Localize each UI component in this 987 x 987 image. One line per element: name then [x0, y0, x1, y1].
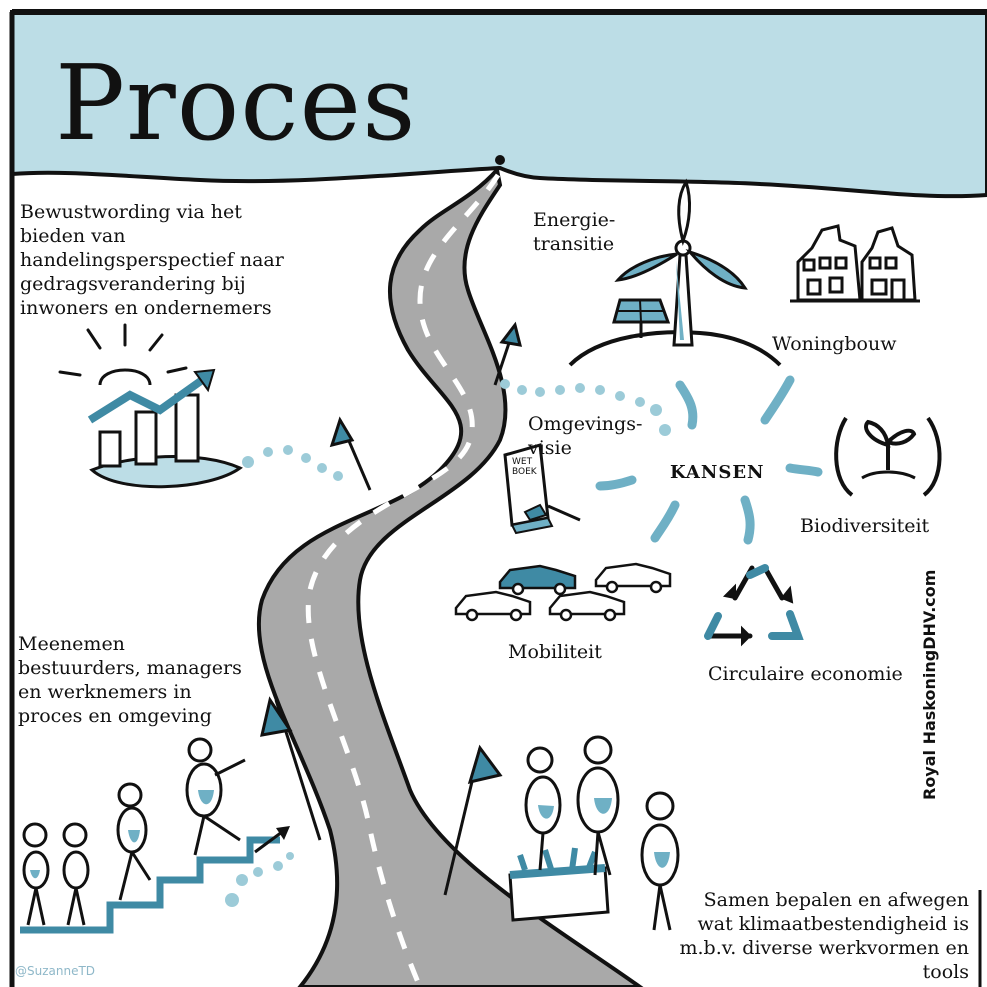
- topic-mobility-label: Mobiliteit: [508, 641, 602, 663]
- person-icon: [22, 737, 246, 926]
- topic-housing-label: Woningbouw: [772, 333, 897, 355]
- brand-watermark: Royal HaskoningDHV.com: [920, 569, 939, 800]
- law-book-label: WET BOEK: [512, 457, 537, 477]
- kansen-label: KANSEN: [670, 462, 765, 483]
- solar-panel-icon: [612, 298, 671, 338]
- involve-text: Meenemen bestuurders, managers en werkne…: [18, 633, 242, 727]
- topic-biodiversity-label: Biodiversiteit: [800, 515, 930, 537]
- topic-vision-label: Omgevings- visie: [528, 413, 643, 459]
- toolbox-icon: [508, 847, 610, 922]
- stairs: [20, 826, 290, 934]
- road: [256, 165, 644, 987]
- dotted-path: [225, 379, 671, 907]
- recycle-icon: [704, 564, 804, 647]
- kansen-rays: [595, 375, 823, 545]
- artist-credit: @SuzanneTD: [15, 964, 96, 978]
- flag-icon: [260, 321, 523, 896]
- houses-icon: [790, 224, 920, 303]
- law-book-icon: [503, 443, 581, 535]
- page-title: Proces: [55, 42, 417, 164]
- wind-turbine-icon: [568, 178, 782, 367]
- sprout-icon: [834, 416, 942, 497]
- awareness-text: Bewustwording via het bieden van handeli…: [20, 201, 284, 319]
- sky-band: [10, 10, 987, 199]
- topic-circular-label: Circulaire economie: [708, 663, 903, 685]
- together-text: Samen bepalen en afwegen wat klimaatbest…: [679, 889, 969, 983]
- growth-chart-icon: [58, 323, 243, 489]
- topic-energy-label: Energie- transitie: [533, 209, 616, 255]
- car-icon: [454, 562, 672, 622]
- person-icon: [524, 735, 680, 931]
